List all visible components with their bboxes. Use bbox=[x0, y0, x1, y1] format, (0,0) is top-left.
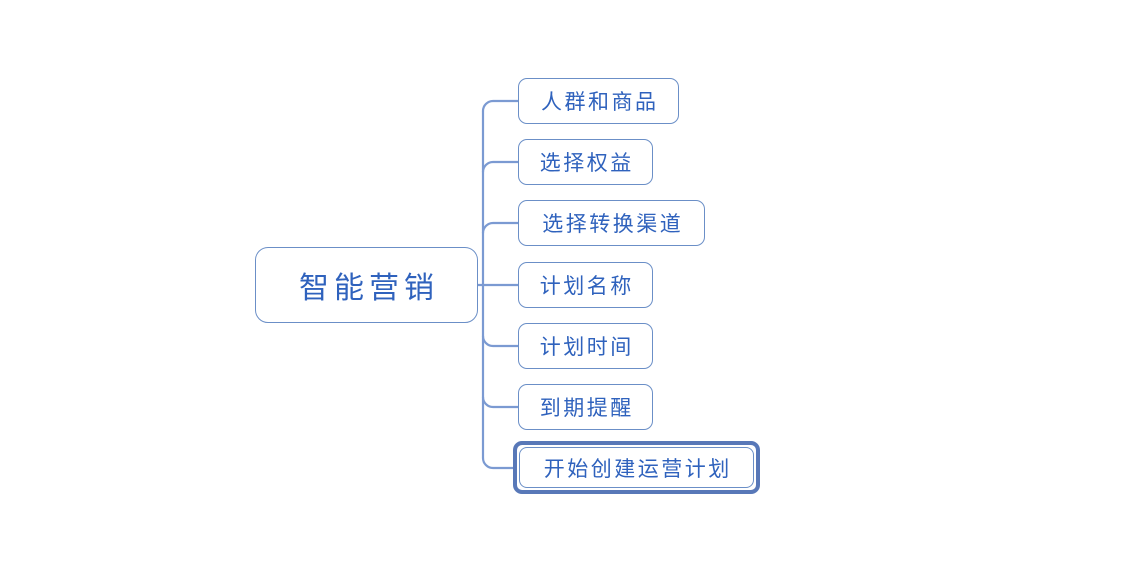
mindmap-root-label: 智能营销 bbox=[299, 272, 439, 305]
mindmap-node-label: 选择转换渠道 bbox=[542, 213, 684, 236]
mindmap-node-kaishi-chuangjian-yunying-jihua-selected[interactable]: 开始创建运营计划 bbox=[513, 441, 760, 494]
connector-child-3 bbox=[481, 221, 520, 235]
mindmap-root-node[interactable]: 智能营销 bbox=[255, 247, 478, 323]
mindmap-node-xuanze-quanyi[interactable]: 选择权益 bbox=[518, 139, 653, 185]
mindmap-node-label: 到期提醒 bbox=[539, 397, 634, 420]
mindmap-node-xuanze-zhuanhuan-qudao[interactable]: 选择转换渠道 bbox=[518, 200, 705, 246]
mindmap-node-label: 选择权益 bbox=[539, 152, 634, 175]
mindmap-node-label: 开始创建运营计划 bbox=[543, 457, 732, 481]
connector-child-6 bbox=[481, 395, 520, 409]
mindmap-node-inner[interactable]: 开始创建运营计划 bbox=[519, 447, 754, 488]
mindmap-node-label: 计划名称 bbox=[539, 275, 634, 298]
mindmap-node-label: 人群和商品 bbox=[541, 91, 659, 114]
connector-child-7 bbox=[481, 456, 515, 470]
connector-child-1 bbox=[481, 99, 520, 113]
connector-child-2 bbox=[481, 160, 520, 174]
mindmap-node-jihua-shijian[interactable]: 计划时间 bbox=[518, 323, 653, 369]
mindmap-node-daoqi-tixing[interactable]: 到期提醒 bbox=[518, 384, 653, 430]
mindmap-node-renqun-he-shangpin[interactable]: 人群和商品 bbox=[518, 78, 679, 124]
connector-child-5 bbox=[481, 334, 520, 348]
mindmap-node-label: 计划时间 bbox=[539, 336, 634, 359]
mindmap-node-jihua-mingcheng[interactable]: 计划名称 bbox=[518, 262, 653, 308]
